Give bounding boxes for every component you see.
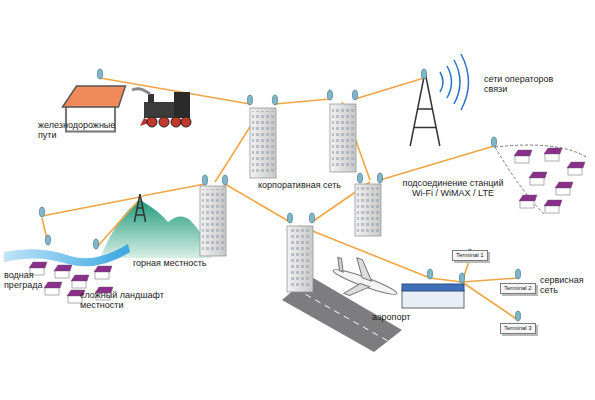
terminal-label: Terminal 3 bbox=[504, 325, 532, 331]
label-text: горная местность bbox=[133, 258, 207, 268]
label-text: подсоединение станций Wi-Fi / WiMAX / LT… bbox=[403, 178, 504, 198]
building-windows bbox=[289, 229, 311, 289]
label-text: аэропорт bbox=[372, 312, 410, 322]
house bbox=[529, 172, 547, 185]
radio-tower bbox=[410, 72, 440, 146]
house bbox=[567, 162, 585, 175]
radio-link bbox=[42, 197, 140, 216]
radio-link bbox=[96, 199, 140, 248]
antenna bbox=[272, 95, 277, 105]
radio-link bbox=[355, 78, 424, 99]
office-building bbox=[250, 108, 276, 178]
radio-link bbox=[430, 278, 462, 282]
terminal-box: Terminal 2 bbox=[500, 283, 536, 294]
radio-link bbox=[462, 278, 518, 282]
radio-link bbox=[142, 184, 205, 196]
props bbox=[29, 69, 585, 321]
office-building bbox=[330, 104, 356, 172]
antenna bbox=[247, 95, 252, 105]
water-barrier bbox=[4, 244, 130, 266]
antenna bbox=[45, 235, 50, 245]
airplane bbox=[327, 252, 404, 311]
antenna bbox=[93, 239, 98, 249]
caption-label: сервисная сеть bbox=[540, 275, 590, 296]
label-text: сети операторов связи bbox=[484, 74, 553, 94]
house bbox=[544, 200, 562, 213]
office-building bbox=[287, 226, 313, 292]
antenna bbox=[515, 311, 520, 321]
house bbox=[44, 282, 62, 295]
terminal-label: Terminal 2 bbox=[504, 285, 532, 291]
caption-label: аэропорт bbox=[372, 312, 422, 322]
locomotive bbox=[132, 89, 191, 127]
antenna bbox=[357, 173, 362, 183]
signal-arcs bbox=[440, 54, 469, 110]
terminal-label: Terminal 1 bbox=[456, 252, 484, 258]
terminal-box: Terminal 1 bbox=[452, 250, 488, 261]
coverage-sector bbox=[495, 145, 588, 215]
caption-label: подсоединение станций Wi-Fi / WiMAX / LT… bbox=[398, 178, 508, 199]
building-windows bbox=[202, 189, 224, 253]
radio-links bbox=[42, 78, 518, 320]
airport-building bbox=[402, 290, 464, 308]
antenna bbox=[309, 213, 314, 223]
antenna bbox=[515, 269, 520, 279]
antenna bbox=[39, 207, 44, 217]
caption-label: сложный ландшафт местности bbox=[80, 290, 170, 311]
house bbox=[519, 195, 537, 208]
antenna bbox=[327, 90, 332, 100]
building-windows bbox=[252, 111, 274, 175]
house bbox=[514, 150, 532, 163]
house bbox=[94, 266, 112, 279]
antenna bbox=[352, 90, 357, 100]
antenna bbox=[459, 273, 464, 283]
label-text: корпоративная сеть bbox=[258, 180, 341, 190]
radio-tower bbox=[134, 194, 145, 222]
antenna bbox=[97, 69, 102, 79]
antenna bbox=[222, 175, 227, 185]
antenna bbox=[491, 137, 496, 147]
house bbox=[544, 148, 562, 161]
label-text: железнодорожные пути bbox=[38, 120, 115, 140]
label-text: сложный ландшафт местности bbox=[80, 290, 164, 310]
label-text: водная преграда bbox=[4, 270, 42, 290]
house bbox=[555, 182, 573, 195]
caption-label: железнодорожные пути bbox=[38, 120, 124, 141]
antenna bbox=[202, 175, 207, 185]
terminal-box: Terminal 3 bbox=[500, 323, 536, 334]
caption-label: корпоративная сеть bbox=[258, 180, 358, 190]
house bbox=[54, 265, 72, 278]
antenna bbox=[287, 213, 292, 223]
label-text: сервисная сеть bbox=[540, 275, 584, 295]
caption-label: водная преграда bbox=[4, 270, 48, 291]
radio-link bbox=[380, 146, 494, 180]
office-building bbox=[355, 184, 381, 236]
antenna bbox=[427, 269, 432, 279]
caption-label: сети операторов связи bbox=[484, 74, 566, 95]
building-windows bbox=[357, 187, 379, 233]
antenna bbox=[421, 69, 426, 79]
caption-label: горная местность bbox=[133, 258, 213, 268]
radio-link bbox=[275, 99, 330, 104]
airport-roof bbox=[402, 284, 464, 291]
house bbox=[71, 275, 89, 288]
office-building bbox=[200, 186, 226, 256]
building-windows bbox=[332, 107, 354, 169]
antenna bbox=[377, 173, 382, 183]
mountains bbox=[100, 200, 212, 258]
